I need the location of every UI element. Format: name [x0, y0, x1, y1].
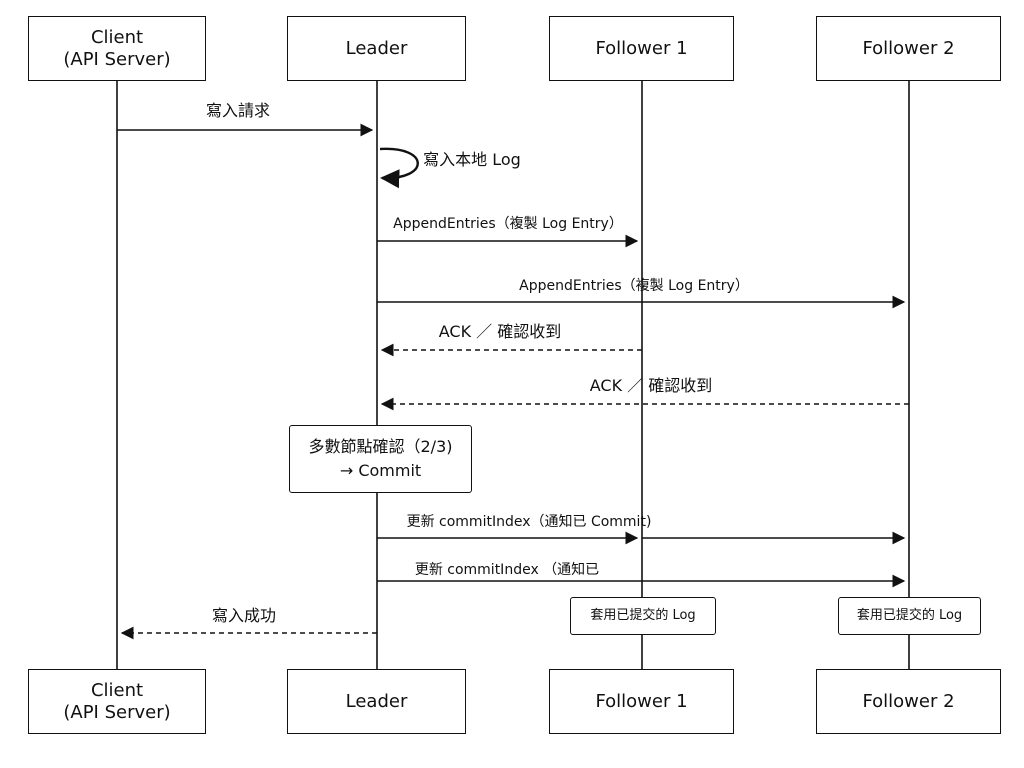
msg-append-f1: AppendEntries（複製 Log Entry）: [393, 216, 623, 232]
note-apply-f2: 套用已提交的 Log: [838, 597, 981, 635]
msg-commit-f2: 更新 commitIndex （通知已: [414, 562, 600, 578]
note-majority-line1: 多數節點確認（2/3): [308, 437, 453, 456]
note-majority-line2: → Commit: [339, 461, 422, 480]
participant-follower1-label: Follower 1: [595, 690, 688, 712]
note-apply-f1-label: 套用已提交的 Log: [590, 608, 696, 623]
participant-client-label: Client (API Server): [63, 679, 171, 723]
msg-ack-f1: ACK ／ 確認收到: [438, 322, 562, 341]
participant-follower1-label: Follower 1: [595, 37, 688, 59]
participant-follower2-top: Follower 2: [816, 16, 1001, 81]
participant-follower2-bottom: Follower 2: [816, 669, 1001, 734]
msg-commit-f1: 更新 commitIndex（通知已 Commit): [406, 514, 652, 530]
msg-write-local-log: 寫入本地 Log: [423, 150, 521, 169]
msg-ack-f2: ACK ／ 確認收到: [589, 376, 713, 395]
msg-write-request: 寫入請求: [205, 101, 271, 120]
msg-append-f2: AppendEntries（複製 Log Entry）: [519, 278, 749, 294]
participant-client-bottom: Client (API Server): [28, 669, 206, 734]
participant-follower1-top: Follower 1: [549, 16, 734, 81]
note-apply-f2-label: 套用已提交的 Log: [856, 608, 963, 623]
participant-leader-label: Leader: [345, 37, 408, 59]
participant-follower2-label: Follower 2: [862, 37, 955, 59]
participant-leader-top: Leader: [287, 16, 466, 81]
participant-follower1-bottom: Follower 1: [549, 669, 734, 734]
participant-client-top: Client (API Server): [28, 16, 206, 81]
participant-client-label: Client (API Server): [63, 26, 171, 70]
msg-write-success: 寫入成功: [211, 606, 277, 625]
note-majority-commit: 多數節點確認（2/3) → Commit: [289, 425, 472, 493]
participant-follower2-label: Follower 2: [862, 690, 955, 712]
participant-leader-label: Leader: [345, 690, 408, 712]
note-apply-f1: 套用已提交的 Log: [570, 597, 716, 635]
participant-leader-bottom: Leader: [287, 669, 466, 734]
arrow-self-loop: [379, 147, 419, 189]
